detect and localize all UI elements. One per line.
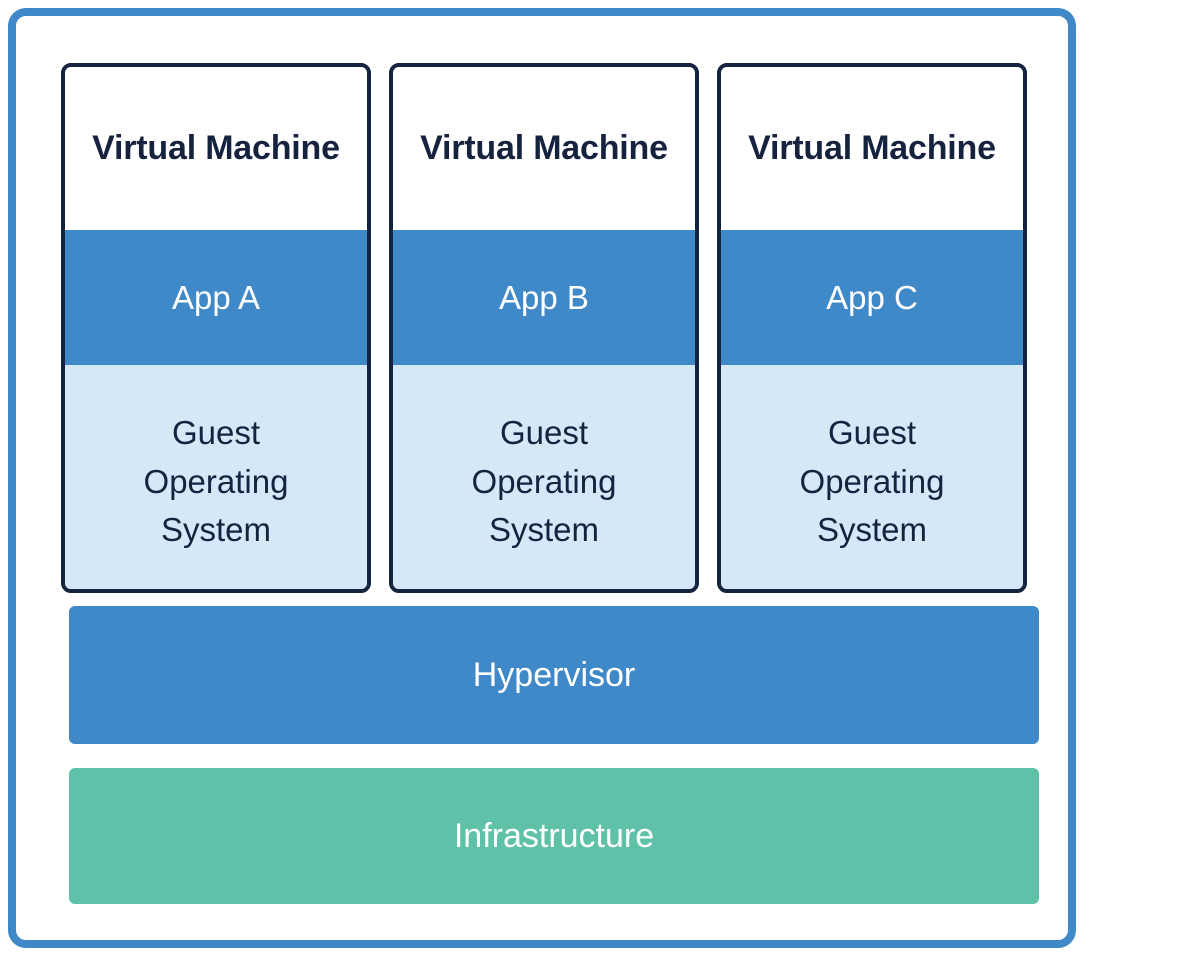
vm-guest-os-label-2: Guest Operating System (471, 413, 617, 549)
infrastructure-label: Infrastructure (453, 816, 655, 855)
vm-title-area-1: Virtual Machine (65, 67, 367, 230)
vm-app-band-1: App A (65, 230, 367, 365)
vm-guest-os-label-3: Guest Operating System (799, 413, 945, 549)
vm-guest-os-band-1: Guest Operating System (65, 365, 367, 589)
vm-title-area-3: Virtual Machine (721, 67, 1023, 230)
vm-title-area-2: Virtual Machine (393, 67, 695, 230)
vm-architecture-diagram: Virtual Machine App A Guest Operating Sy… (8, 8, 1076, 948)
vm-title-1: Virtual Machine (92, 129, 340, 167)
infrastructure-layer: Infrastructure (69, 768, 1039, 904)
vm-app-band-3: App C (721, 230, 1023, 365)
vm-app-label-1: App A (171, 278, 261, 316)
vm-app-band-2: App B (393, 230, 695, 365)
vm-title-3: Virtual Machine (748, 129, 996, 167)
virtual-machine-card-2: Virtual Machine App B Guest Operating Sy… (389, 63, 699, 593)
vm-guest-os-band-2: Guest Operating System (393, 365, 695, 589)
hypervisor-label: Hypervisor (472, 655, 636, 694)
vm-guest-os-band-3: Guest Operating System (721, 365, 1023, 589)
vm-app-label-3: App C (826, 278, 918, 316)
virtual-machine-card-3: Virtual Machine App C Guest Operating Sy… (717, 63, 1027, 593)
vm-app-label-2: App B (499, 278, 589, 316)
hypervisor-layer: Hypervisor (69, 606, 1039, 744)
vm-title-2: Virtual Machine (420, 129, 668, 167)
virtual-machine-row: Virtual Machine App A Guest Operating Sy… (61, 63, 1027, 593)
vm-guest-os-label-1: Guest Operating System (143, 413, 289, 549)
virtual-machine-card-1: Virtual Machine App A Guest Operating Sy… (61, 63, 371, 593)
